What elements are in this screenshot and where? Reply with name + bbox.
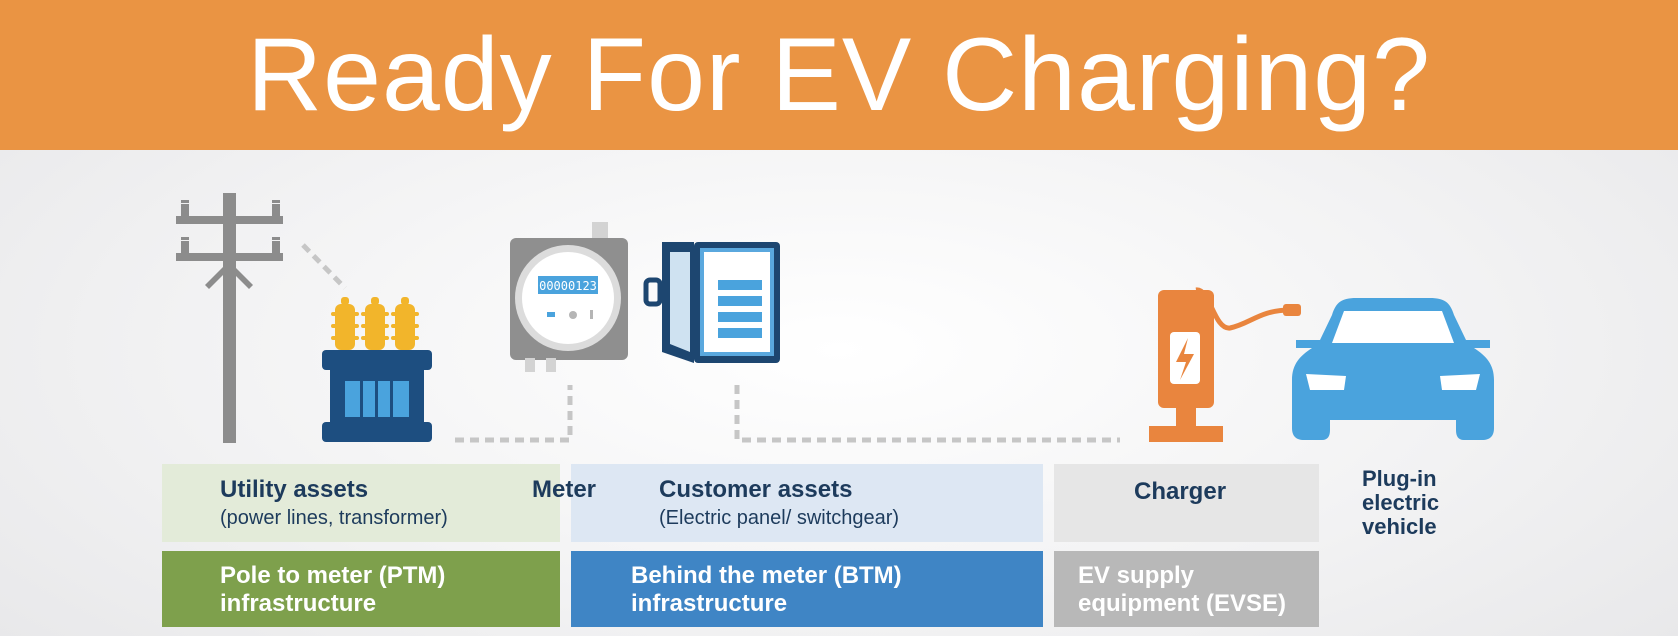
ptm-label-line: Pole to meter (PTM) xyxy=(220,562,446,589)
vehicle-label-line: vehicle xyxy=(1362,514,1437,539)
infrastructure-illustration: 00000123 xyxy=(176,193,1494,443)
ptm-label-line: infrastructure xyxy=(220,590,377,617)
meter-display: 00000123 xyxy=(539,279,597,293)
btm-category-bar: Behind the meter (BTM) infrastructure xyxy=(571,551,1043,627)
electric-vehicle-icon xyxy=(1292,298,1494,440)
vehicle-label-line: Plug-in xyxy=(1362,466,1437,491)
utility-assets-strip xyxy=(162,464,560,542)
evse-label-line: equipment (EVSE) xyxy=(1078,590,1287,617)
utility-assets-subtitle: (power lines, transformer) xyxy=(220,507,448,529)
customer-assets-strip xyxy=(571,464,1043,542)
evse-label-line: EV supply xyxy=(1078,562,1195,589)
title-banner: Ready For EV Charging? xyxy=(0,0,1678,150)
btm-label-line: infrastructure xyxy=(631,590,788,617)
btm-label: Behind the meter (BTM) infrastructure xyxy=(631,562,902,618)
charger-label: Charger xyxy=(1134,478,1227,505)
page-title: Ready For EV Charging? xyxy=(247,17,1431,133)
vehicle-label-line: electric xyxy=(1362,490,1440,515)
electric-meter-icon: 00000123 xyxy=(510,222,628,372)
transformer-icon xyxy=(322,297,432,442)
ev-charger-icon xyxy=(1149,287,1301,442)
utility-pole-icon xyxy=(176,193,283,443)
utility-assets-title: Utility assets xyxy=(220,476,369,503)
meter-label: Meter xyxy=(532,476,597,503)
btm-label-line: Behind the meter (BTM) xyxy=(631,562,902,589)
ptm-label: Pole to meter (PTM) infrastructure xyxy=(220,562,445,618)
connector-lines xyxy=(301,243,1120,443)
charger-strip xyxy=(1054,464,1319,542)
evse-category-bar: EV supply equipment (EVSE) xyxy=(1054,551,1319,627)
ptm-category-bar: Pole to meter (PTM) infrastructure xyxy=(162,551,560,627)
vehicle-label: Plug-in electric vehicle xyxy=(1362,467,1439,539)
electric-panel-icon xyxy=(643,242,780,363)
evse-label: EV supply equipment (EVSE) xyxy=(1078,562,1286,618)
customer-assets-subtitle: (Electric panel/ switchgear) xyxy=(659,507,900,529)
customer-assets-title: Customer assets xyxy=(659,476,853,503)
